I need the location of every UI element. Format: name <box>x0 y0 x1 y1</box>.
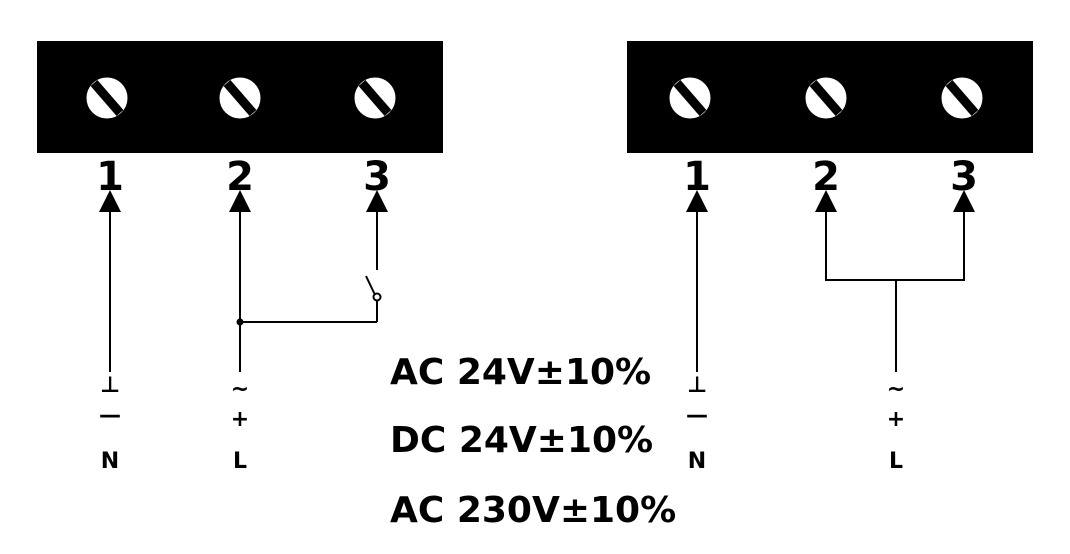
right-terminal-block: 1 2 3 ⊥ — N ~ + L <box>627 41 1033 474</box>
left-screw-2-icon <box>218 76 262 120</box>
spec-line-1: AC 24V±10% <box>390 352 651 393</box>
left-neutral-symbol-top: ⊥ <box>100 373 120 398</box>
right-bridge-wire <box>825 212 965 281</box>
right-live-symbol-top: ~ <box>887 377 905 402</box>
left-live-symbol-top: ~ <box>231 377 249 402</box>
right-neutral-label: N <box>688 449 706 474</box>
left-neutral-symbol-bottom: — <box>99 403 121 428</box>
left-live-symbol-bottom: + <box>231 407 249 432</box>
spec-line-3: AC 230V±10% <box>390 490 676 531</box>
right-screw-3-icon <box>940 76 984 120</box>
left-live-label: L <box>233 449 247 474</box>
left-terminal-block: 1 2 3 ⊥ — N ~ + L <box>37 41 443 474</box>
right-screw-1-icon <box>668 76 712 120</box>
right-live-symbol-bottom: + <box>887 407 905 432</box>
left-screw-1-icon <box>85 76 129 120</box>
left-screw-3-icon <box>353 76 397 120</box>
voltage-specs: AC 24V±10% DC 24V±10% AC 230V±10% <box>390 352 676 531</box>
left-junction-dot <box>236 318 244 326</box>
right-neutral-symbol-top: ⊥ <box>687 373 707 398</box>
right-live-label: L <box>889 449 903 474</box>
left-neutral-label: N <box>101 449 119 474</box>
left-switch-contact <box>372 292 382 302</box>
spec-line-2: DC 24V±10% <box>390 420 653 461</box>
right-screw-2-icon <box>804 76 848 120</box>
right-neutral-symbol-bottom: — <box>686 403 708 428</box>
